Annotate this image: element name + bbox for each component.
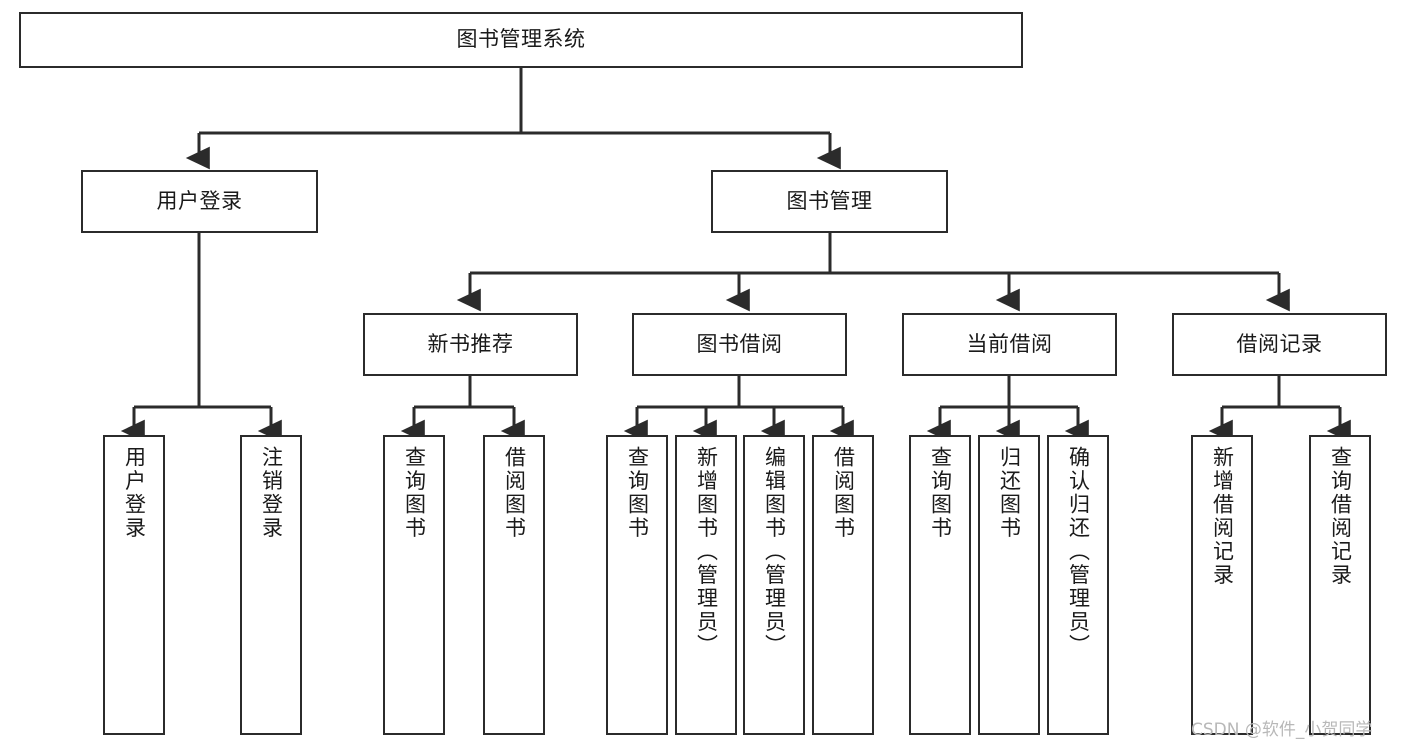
leaf-query-book-borrow-label: 查询图书 bbox=[625, 446, 650, 540]
leaf-borrow-book-label: 借阅图书 bbox=[831, 446, 856, 540]
node-root-label: 图书管理系统 bbox=[456, 27, 586, 52]
leaf-query-book-current-label: 查询图书 bbox=[928, 446, 953, 540]
node-book-borrow[interactable]: 图书借阅 bbox=[632, 313, 847, 376]
leaf-add-book-admin[interactable]: 新增图书（管理员） bbox=[675, 435, 737, 735]
leaf-borrow-book[interactable]: 借阅图书 bbox=[812, 435, 874, 735]
node-book-borrow-label: 图书借阅 bbox=[696, 331, 783, 356]
node-current-borrow-label: 当前借阅 bbox=[966, 331, 1053, 356]
node-new-book-recommend-label: 新书推荐 bbox=[427, 331, 514, 356]
leaf-edit-book-admin[interactable]: 编辑图书（管理员） bbox=[743, 435, 805, 735]
node-new-book-recommend[interactable]: 新书推荐 bbox=[363, 313, 578, 376]
leaf-query-borrow-record-label: 查询借阅记录 bbox=[1328, 446, 1353, 587]
leaf-query-book-borrow[interactable]: 查询图书 bbox=[606, 435, 668, 735]
leaf-return-book-label: 归还图书 bbox=[997, 446, 1022, 540]
leaf-return-book[interactable]: 归还图书 bbox=[978, 435, 1040, 735]
node-user-login[interactable]: 用户登录 bbox=[81, 170, 318, 233]
leaf-confirm-return-admin[interactable]: 确认归还（管理员） bbox=[1047, 435, 1109, 735]
leaf-confirm-return-admin-label: 确认归还（管理员） bbox=[1066, 446, 1091, 658]
leaf-borrow-book-recommend[interactable]: 借阅图书 bbox=[483, 435, 545, 735]
leaf-logout-label: 注销登录 bbox=[259, 446, 284, 540]
node-user-login-label: 用户登录 bbox=[156, 188, 243, 213]
node-root[interactable]: 图书管理系统 bbox=[19, 12, 1023, 68]
leaf-add-borrow-record-label: 新增借阅记录 bbox=[1210, 446, 1235, 587]
leaf-borrow-book-recommend-label: 借阅图书 bbox=[502, 446, 527, 540]
node-borrow-record[interactable]: 借阅记录 bbox=[1172, 313, 1387, 376]
leaf-query-book-current[interactable]: 查询图书 bbox=[909, 435, 971, 735]
leaf-add-borrow-record[interactable]: 新增借阅记录 bbox=[1191, 435, 1253, 735]
node-current-borrow[interactable]: 当前借阅 bbox=[902, 313, 1117, 376]
leaf-query-book-recommend-label: 查询图书 bbox=[402, 446, 427, 540]
leaf-query-book-recommend[interactable]: 查询图书 bbox=[383, 435, 445, 735]
leaf-query-borrow-record[interactable]: 查询借阅记录 bbox=[1309, 435, 1371, 735]
leaf-user-login-label: 用户登录 bbox=[122, 446, 147, 540]
leaf-edit-book-admin-label: 编辑图书（管理员） bbox=[762, 446, 787, 658]
node-borrow-record-label: 借阅记录 bbox=[1236, 331, 1323, 356]
leaf-add-book-admin-label: 新增图书（管理员） bbox=[694, 446, 719, 658]
leaf-logout[interactable]: 注销登录 bbox=[240, 435, 302, 735]
csdn-watermark: CSDN @软件_小贺同学 bbox=[1191, 720, 1373, 740]
node-book-management-label: 图书管理 bbox=[786, 188, 873, 213]
node-book-management[interactable]: 图书管理 bbox=[711, 170, 948, 233]
leaf-user-login[interactable]: 用户登录 bbox=[103, 435, 165, 735]
